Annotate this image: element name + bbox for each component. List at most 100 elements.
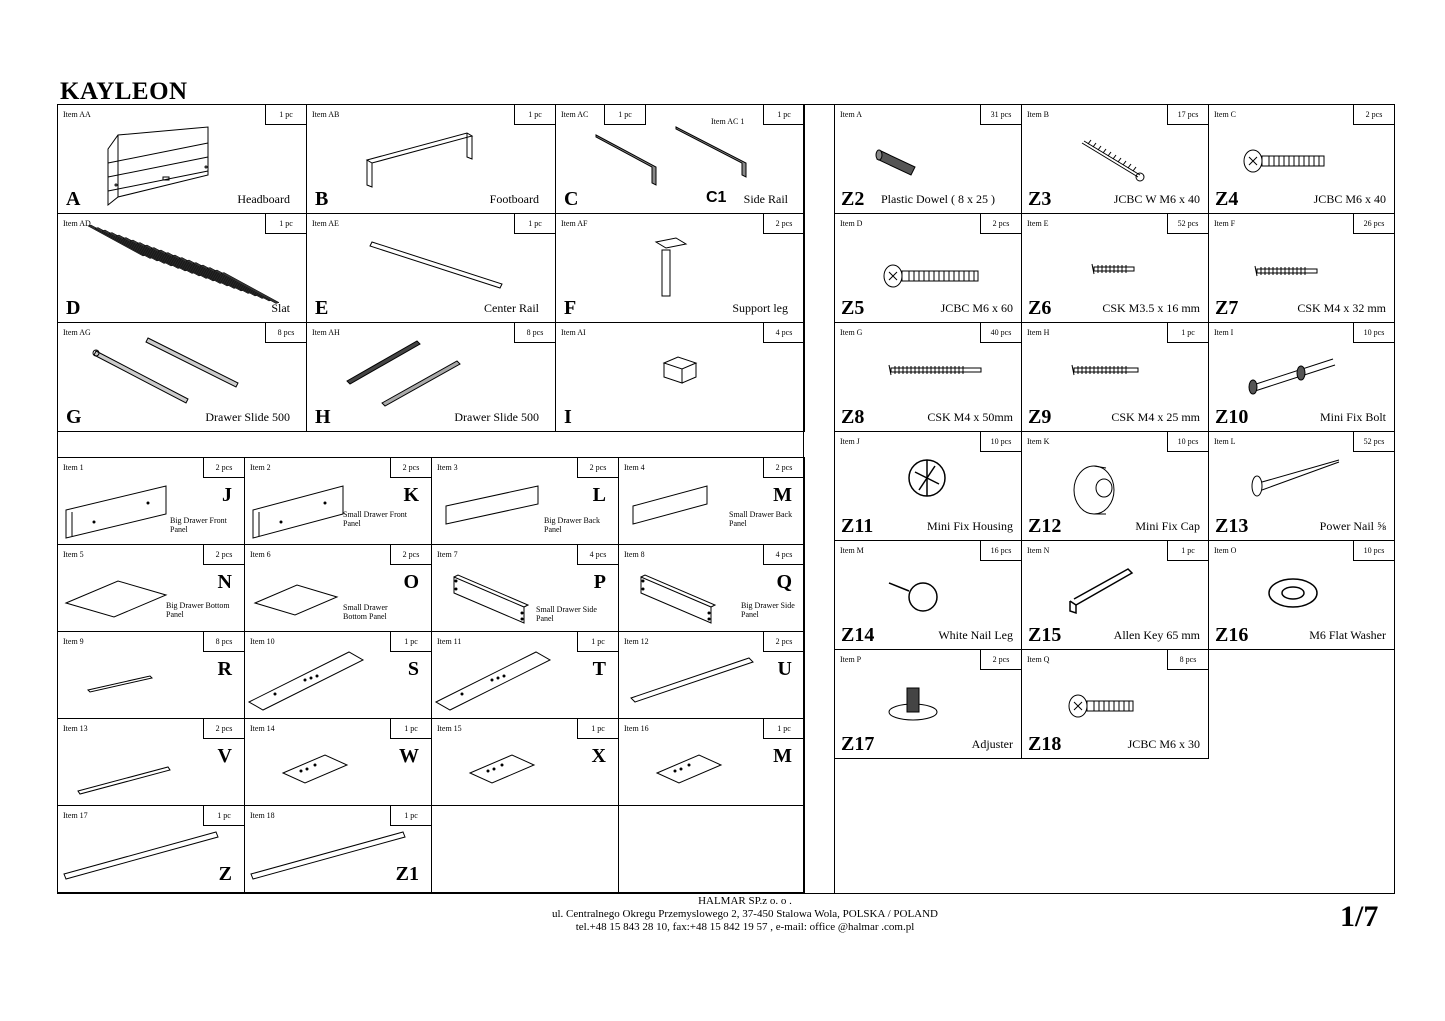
part-letter: Z1 — [395, 863, 419, 885]
hardware-name: JCBC W M6 x 40 — [1113, 192, 1200, 206]
item-label: Item 13 — [63, 724, 88, 733]
part-name: Headboard — [237, 192, 290, 206]
part-name: Center Rail — [484, 301, 539, 315]
part-letter: M — [773, 745, 792, 767]
hardware-code: Z12 — [1028, 515, 1062, 537]
qty-box: 8 pcs — [514, 323, 555, 343]
part-letter: G — [66, 406, 82, 428]
drawer-part-drawing — [247, 651, 365, 711]
hardware-code: Z7 — [1215, 297, 1239, 319]
item-label: Item 2 — [250, 463, 271, 472]
hardware-name: Allen Key 65 mm — [1113, 628, 1200, 642]
part-letter: Q — [776, 571, 792, 593]
item-label: Item 15 — [437, 724, 462, 733]
item-label: Item 5 — [63, 550, 84, 559]
drawer-part-drawing — [434, 651, 552, 711]
hardware-name: Mini Fix Cap — [1135, 519, 1200, 533]
drawer-part-drawing — [252, 485, 344, 539]
qty-box: 1 pc — [390, 632, 431, 652]
item-label: Item B — [1027, 110, 1049, 119]
item-label: Item 16 — [624, 724, 649, 733]
hardware-name: JCBC M6 x 60 — [940, 301, 1013, 315]
item-label: Item AA — [63, 110, 91, 119]
drawer-part-drawing — [468, 754, 536, 784]
part-letter: P — [593, 571, 606, 593]
part-name: Small Drawer Side Panel — [536, 605, 597, 623]
part-letter: R — [217, 658, 232, 680]
qty-box: 16 pcs — [980, 541, 1021, 561]
part-name: Big Drawer Side Panel — [741, 601, 795, 619]
part-letter-c1: C1 — [706, 189, 727, 206]
hardware-drawing-z17 — [888, 687, 938, 721]
hardware-name: Mini Fix Housing — [926, 519, 1013, 533]
item-label: Item AI — [561, 328, 586, 337]
qty-box: 52 pcs — [1353, 432, 1394, 452]
hardware-drawing-z8 — [888, 364, 982, 376]
hardware-code: Z16 — [1215, 624, 1249, 646]
drawer-part-drawing — [77, 766, 171, 795]
hardware-name: JCBC M6 x 30 — [1127, 737, 1200, 751]
empty-cell — [618, 805, 805, 893]
drawer-part-drawing — [250, 831, 406, 880]
item-label-secondary: Item AC 1 — [711, 117, 745, 126]
part-name: Support leg — [732, 301, 788, 315]
part-letter: C — [564, 188, 579, 210]
part-drawing-a — [107, 126, 209, 207]
part-letter: X — [591, 745, 606, 767]
hardware-code: Z15 — [1028, 624, 1062, 646]
qty-box: 2 pcs — [390, 545, 431, 565]
item-label: Item 18 — [250, 811, 275, 820]
hardware-drawing-z18 — [1068, 694, 1134, 718]
qty-box: 2 pcs — [763, 214, 804, 234]
qty-box: 10 pcs — [1353, 541, 1394, 561]
hardware-code: Z13 — [1215, 515, 1249, 537]
qty-box: 1 pc — [265, 105, 306, 125]
part-letter: N — [217, 571, 232, 593]
hardware-drawing-z15 — [1069, 568, 1134, 615]
part-name: Side Rail — [743, 192, 788, 206]
hardware-drawing-z7 — [1254, 265, 1318, 277]
qty-box: 1 pc — [265, 214, 306, 234]
hardware-drawing-z11 — [908, 459, 946, 497]
qty-box: 2 pcs — [1353, 105, 1394, 125]
drawer-part-drawing — [253, 584, 339, 616]
item-label: Item AD — [63, 219, 91, 228]
part-drawing-c — [595, 126, 747, 186]
hardware-drawing-z13 — [1251, 459, 1340, 497]
part-letter: A — [66, 188, 81, 210]
hardware-code: Z18 — [1028, 733, 1062, 755]
part-name: Small Drawer Bottom Panel — [343, 603, 388, 621]
hardware-drawing-z12 — [1073, 465, 1115, 515]
divider-strip — [804, 104, 835, 894]
hardware-name: CSK M4 x 50mm — [927, 410, 1013, 424]
hardware-drawing-z10 — [1248, 358, 1336, 395]
qty-box: 8 pcs — [265, 323, 306, 343]
item-label: Item D — [840, 219, 863, 228]
item-label: Item E — [1027, 219, 1049, 228]
drawer-part-drawing — [655, 754, 723, 784]
hardware-drawing-z5 — [883, 264, 979, 288]
hardware-code: Z9 — [1028, 406, 1052, 428]
item-label: Item 11 — [437, 637, 462, 646]
part-drawing-h — [346, 340, 461, 407]
qty-box: 2 pcs — [980, 650, 1021, 670]
part-name: Big Drawer Bottom Panel — [166, 601, 230, 619]
item-label: Item 8 — [624, 550, 645, 559]
footer-contact: tel.+48 15 843 28 10, fax:+48 15 842 19 … — [575, 921, 915, 933]
